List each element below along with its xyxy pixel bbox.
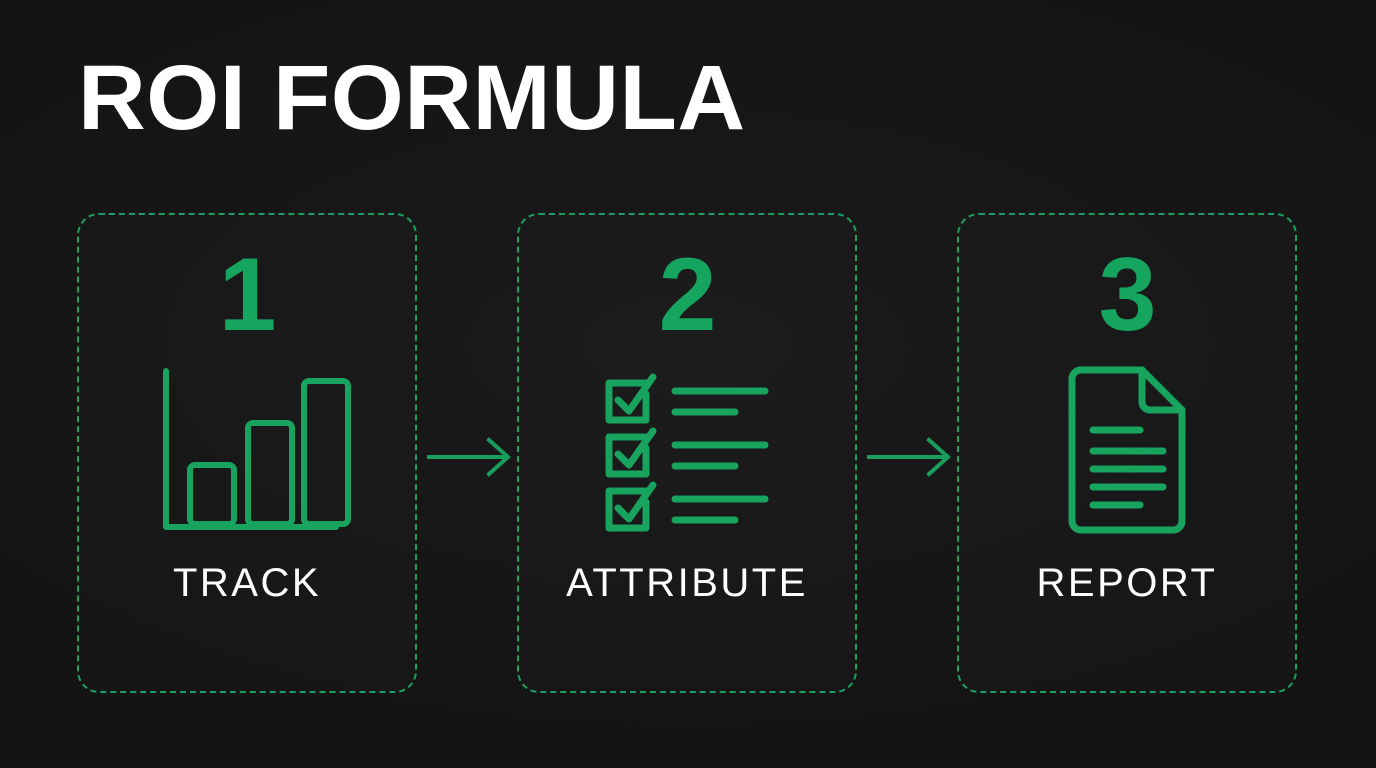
arrow-1-to-2-icon [427, 437, 517, 477]
step-number-1: 1 [218, 237, 277, 353]
document-icon [1062, 361, 1192, 539]
step-label-3: REPORT [1036, 561, 1218, 605]
steps-row: 1 TRACK 2 [0, 213, 1376, 693]
step-number-2: 2 [658, 237, 717, 353]
step-number-3: 3 [1098, 237, 1157, 353]
step-card-report[interactable]: 3 [957, 213, 1297, 693]
checklist-icon [599, 361, 775, 539]
step-label-1: TRACK [172, 561, 322, 605]
step-card-track[interactable]: 1 TRACK [77, 213, 417, 693]
page-title: ROI FORMULA [78, 47, 746, 149]
bar-chart-icon [152, 361, 351, 539]
step-card-attribute[interactable]: 2 [517, 213, 857, 693]
arrow-2-to-3-icon [867, 437, 957, 477]
step-label-2: ATTRIBUTE [566, 561, 808, 605]
